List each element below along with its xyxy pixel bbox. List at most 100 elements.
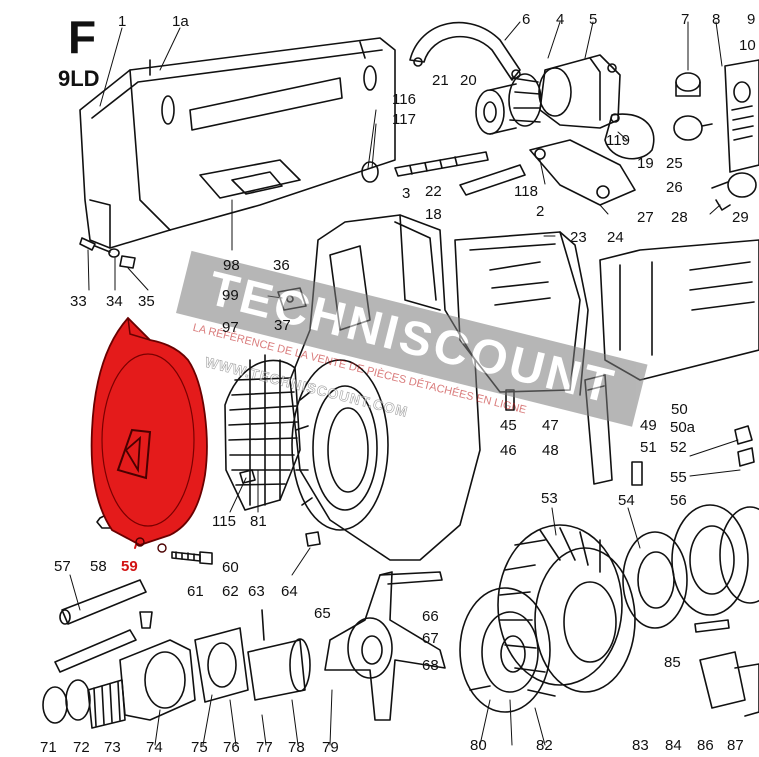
part-label-71: 71 bbox=[40, 739, 57, 756]
part-54-ring bbox=[622, 531, 688, 629]
part-20-21-pulley bbox=[475, 73, 542, 135]
part-53-finned-cylinder bbox=[497, 524, 636, 697]
part-label-84: 84 bbox=[665, 737, 682, 754]
part-56-flywheel-rings bbox=[671, 504, 759, 616]
part-label-57: 57 bbox=[54, 558, 71, 575]
part-57-shaft bbox=[54, 579, 147, 673]
part-label-50a: 50a bbox=[670, 419, 696, 436]
part-label-73: 73 bbox=[104, 739, 121, 756]
part-label-98: 98 bbox=[223, 257, 240, 274]
part-label-21: 21 bbox=[432, 72, 449, 89]
part-label-6: 6 bbox=[522, 11, 531, 28]
part-22-gasket bbox=[459, 164, 526, 196]
part-label-60: 60 bbox=[222, 559, 239, 576]
part-label-80: 80 bbox=[470, 737, 487, 754]
part-label-49: 49 bbox=[640, 417, 657, 434]
part-label-25: 25 bbox=[666, 155, 683, 172]
part-33-35-screws bbox=[79, 237, 136, 269]
part-52-55-clips bbox=[631, 425, 755, 486]
part-label-82: 82 bbox=[536, 737, 553, 754]
part-8-9-control-panel bbox=[724, 59, 759, 173]
part-label-116: 116 bbox=[392, 91, 416, 108]
part-label-78: 78 bbox=[288, 739, 305, 756]
part-label-33: 33 bbox=[70, 293, 87, 310]
part-label-36: 36 bbox=[273, 257, 290, 274]
part-label-47: 47 bbox=[542, 417, 559, 434]
part-label-72: 72 bbox=[73, 739, 90, 756]
part-label-77: 77 bbox=[256, 739, 273, 756]
part-label-18: 18 bbox=[425, 206, 442, 223]
part-label-87: 87 bbox=[727, 737, 744, 754]
engine-model: 9LD bbox=[58, 66, 100, 91]
part-label-119: 119 bbox=[606, 132, 630, 149]
part-label-26: 26 bbox=[666, 179, 683, 196]
part-label-20: 20 bbox=[460, 72, 477, 89]
part-label-61: 61 bbox=[187, 583, 204, 600]
part-label-56: 56 bbox=[670, 492, 687, 509]
part-19-belt bbox=[604, 113, 655, 160]
part-label-46: 46 bbox=[500, 442, 517, 459]
part-label-24: 24 bbox=[607, 229, 624, 246]
part-label-64: 64 bbox=[281, 583, 298, 600]
part-label-29: 29 bbox=[732, 209, 749, 226]
part-86-87-blocks bbox=[699, 651, 759, 717]
part-label-28: 28 bbox=[671, 209, 688, 226]
part-label-62: 62 bbox=[222, 583, 239, 600]
part-label-75: 75 bbox=[191, 739, 208, 756]
part-label-115: 115 bbox=[212, 513, 236, 530]
part-label-55: 55 bbox=[670, 469, 687, 486]
part-label-68: 68 bbox=[422, 657, 439, 674]
part-label-54: 54 bbox=[618, 492, 635, 509]
part-label-66: 66 bbox=[422, 608, 439, 625]
part-label-7: 7 bbox=[681, 11, 690, 28]
part-29-key bbox=[711, 172, 757, 211]
part-label-51: 51 bbox=[640, 439, 657, 456]
part-label-97: 97 bbox=[222, 319, 239, 336]
part-label-22: 22 bbox=[425, 183, 442, 200]
part-label-81: 81 bbox=[250, 513, 267, 530]
part-label-59: 59 bbox=[121, 558, 138, 575]
part-label-50: 50 bbox=[671, 401, 688, 418]
part-label-9: 9 bbox=[747, 11, 756, 28]
part-59-starter-cover bbox=[90, 316, 208, 553]
part-5-alternator bbox=[538, 54, 621, 129]
part-label-34: 34 bbox=[106, 293, 123, 310]
part-3-stud bbox=[361, 151, 489, 183]
leader-lines bbox=[69, 21, 741, 746]
part-label-45: 45 bbox=[500, 417, 517, 434]
part-label-1: 1 bbox=[118, 13, 127, 30]
part-label-74: 74 bbox=[146, 739, 163, 756]
part-label-53: 53 bbox=[541, 490, 558, 507]
part-label-67: 67 bbox=[422, 630, 439, 647]
part-label-83: 83 bbox=[632, 737, 649, 754]
part-label-118: 118 bbox=[514, 183, 538, 200]
part-97-grille bbox=[224, 354, 301, 511]
part-label-8: 8 bbox=[712, 11, 721, 28]
part-71-79-hub-assembly bbox=[42, 609, 311, 729]
part-60-bolt bbox=[171, 551, 213, 565]
part-85-stud bbox=[694, 619, 730, 633]
part-label-79: 79 bbox=[322, 739, 339, 756]
part-label-10: 10 bbox=[739, 37, 756, 54]
part-label-58: 58 bbox=[90, 558, 107, 575]
part-80-81-disc bbox=[459, 587, 551, 713]
part-label-48: 48 bbox=[542, 442, 559, 459]
part-label-1a: 1a bbox=[172, 13, 189, 30]
part-label-27: 27 bbox=[637, 209, 654, 226]
part-label-85: 85 bbox=[664, 654, 681, 671]
part-label-19: 19 bbox=[637, 155, 654, 172]
part-label-23: 23 bbox=[570, 229, 587, 246]
part-label-65: 65 bbox=[314, 605, 331, 622]
part-label-63: 63 bbox=[248, 583, 265, 600]
part-61-64-screws bbox=[139, 469, 321, 629]
part-6-bracket bbox=[409, 21, 521, 81]
part-label-5: 5 bbox=[589, 11, 598, 28]
part-label-99: 99 bbox=[222, 287, 239, 304]
part-7-switch bbox=[675, 72, 701, 97]
section-letter: F bbox=[68, 11, 97, 63]
part-label-86: 86 bbox=[697, 737, 714, 754]
part-label-4: 4 bbox=[556, 11, 565, 28]
part-25-switch bbox=[673, 115, 713, 141]
